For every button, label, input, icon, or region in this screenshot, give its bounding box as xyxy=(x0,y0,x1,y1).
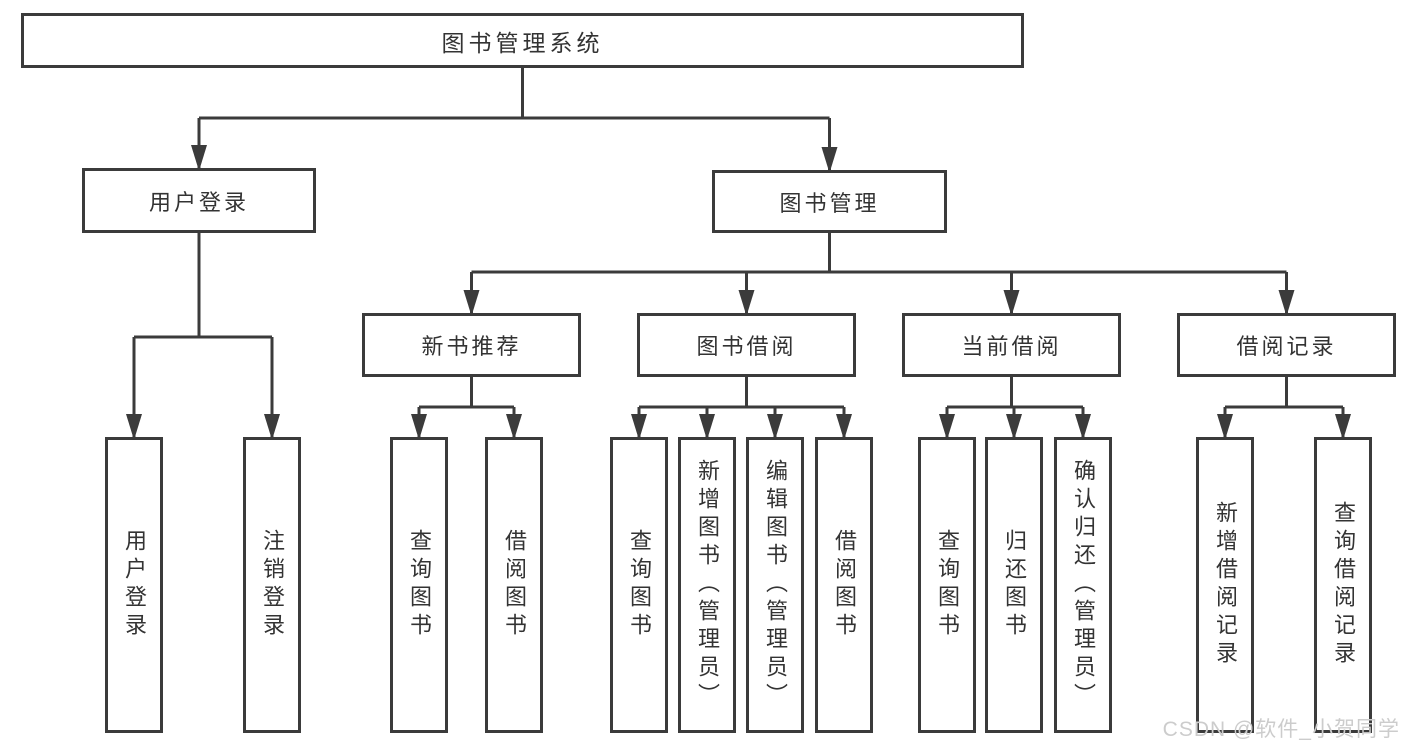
connector-book-borrow-group xyxy=(637,377,846,440)
node-borrow-record: 借阅记录 xyxy=(1177,313,1396,377)
arrowhead xyxy=(506,414,522,440)
leaf-label: 查询图书 xyxy=(935,529,960,641)
node-label: 当前借阅 xyxy=(961,334,1062,359)
node-current-borrow: 当前借阅 xyxy=(902,313,1121,377)
leaf-label: 借阅图书 xyxy=(502,529,527,641)
leaf-label: 查询图书 xyxy=(627,529,652,641)
arrowhead xyxy=(264,414,280,440)
leaf-label: 新增图书（管理员） xyxy=(695,459,720,711)
node-label: 图书借阅 xyxy=(696,334,797,359)
leaf-borrow-books-2: 借阅图书 xyxy=(815,437,873,733)
leaf-label: 编辑图书（管理员） xyxy=(763,459,788,711)
connector-user-login-branch xyxy=(132,233,274,440)
node-label: 新书推荐 xyxy=(421,334,522,359)
node-book-borrow: 图书借阅 xyxy=(637,313,856,377)
leaf-label: 新增借阅记录 xyxy=(1213,501,1238,669)
leaf-label: 借阅图书 xyxy=(832,529,857,641)
arrowhead xyxy=(1075,414,1091,440)
leaf-label: 查询借阅记录 xyxy=(1331,501,1356,669)
arrowhead xyxy=(463,290,480,316)
leaf-query-books-2: 查询图书 xyxy=(610,437,668,733)
leaf-query-borrow-record: 查询借阅记录 xyxy=(1314,437,1372,733)
leaf-label: 用户登录 xyxy=(122,529,147,641)
node-label: 图书管理 xyxy=(779,190,880,216)
arrowhead xyxy=(738,290,755,316)
node-label: 借阅记录 xyxy=(1236,334,1337,359)
connector-root-to-level2 xyxy=(197,68,831,173)
leaf-query-books-3: 查询图书 xyxy=(918,437,976,733)
node-label: 用户登录 xyxy=(148,189,249,215)
arrowhead xyxy=(1217,414,1233,440)
arrowhead xyxy=(1278,290,1295,316)
node-new-book-recommend: 新书推荐 xyxy=(362,313,581,377)
connector-borrow-record-group xyxy=(1223,377,1345,440)
arrowhead xyxy=(1006,414,1022,440)
arrowhead xyxy=(191,145,207,171)
leaf-add-borrow-record: 新增借阅记录 xyxy=(1196,437,1254,733)
arrowhead xyxy=(767,414,783,440)
leaf-query-books: 查询图书 xyxy=(390,437,448,733)
leaf-label: 注销登录 xyxy=(260,529,285,641)
arrowhead xyxy=(699,414,715,440)
leaf-user-login: 用户登录 xyxy=(105,437,163,733)
leaf-logout: 注销登录 xyxy=(243,437,301,733)
leaf-label: 查询图书 xyxy=(407,529,432,641)
node-book-management: 图书管理 xyxy=(712,170,947,233)
arrowhead xyxy=(1003,290,1020,316)
leaf-label: 确认归还（管理员） xyxy=(1071,459,1096,711)
leaf-label: 归还图书 xyxy=(1002,529,1027,641)
arrowhead xyxy=(631,414,647,440)
arrowhead xyxy=(821,147,838,173)
leaf-borrow-books: 借阅图书 xyxy=(485,437,543,733)
arrowhead xyxy=(1335,414,1351,440)
node-library-system: 图书管理系统 xyxy=(21,13,1024,68)
node-user-login: 用户登录 xyxy=(82,168,316,233)
leaf-add-book-admin: 新增图书（管理员） xyxy=(678,437,736,733)
arrowhead xyxy=(939,414,955,440)
node-label: 图书管理系统 xyxy=(441,29,604,56)
arrowhead xyxy=(411,414,427,440)
connector-book-management-branch xyxy=(470,233,1288,316)
leaf-confirm-return-admin: 确认归还（管理员） xyxy=(1054,437,1112,733)
arrowhead xyxy=(836,414,852,440)
csdn-watermark: CSDN @软件_小贺同学 xyxy=(1162,718,1400,741)
connector-new-book-group xyxy=(417,377,516,440)
arrowhead xyxy=(126,414,142,440)
leaf-return-book: 归还图书 xyxy=(985,437,1043,733)
leaf-edit-book-admin: 编辑图书（管理员） xyxy=(746,437,804,733)
